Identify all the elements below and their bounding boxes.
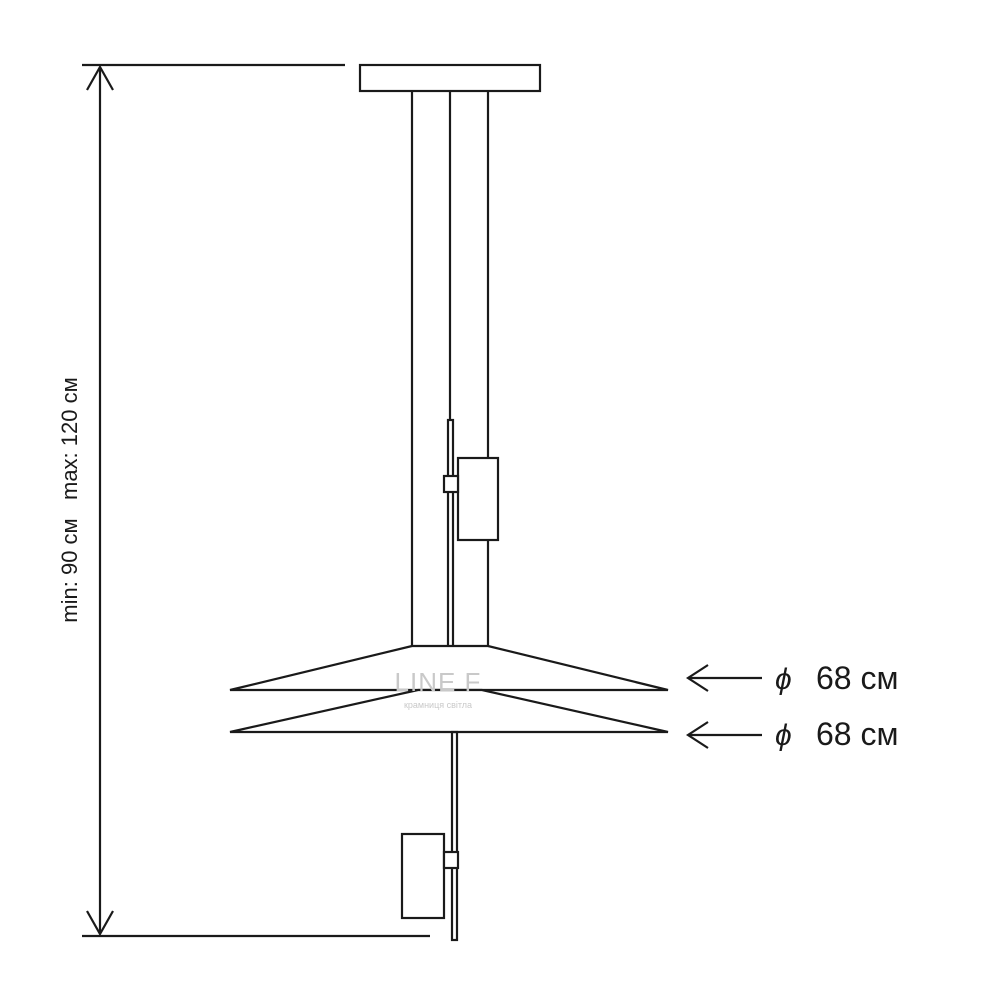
- upper-disc-shade: [229, 644, 669, 692]
- lower-arm-clamp: [442, 850, 460, 870]
- height-label: min: 90 см max: 120 см: [57, 377, 82, 622]
- lower-arm-rod: [450, 730, 459, 942]
- diameter-arrow-lower: [685, 721, 762, 749]
- upper-counterweight: [456, 456, 500, 542]
- watermark-logo: LINE F крамниця світла: [395, 667, 482, 710]
- diameter-symbol: ϕ: [775, 663, 792, 696]
- diameter-value: 68 см: [816, 660, 898, 696]
- upper-arm-clamp: [442, 474, 460, 494]
- diameter-label-upper: ϕ 68 см: [775, 660, 898, 696]
- watermark-tagline: крамниця світла: [404, 700, 472, 710]
- upper-arm-rod: [446, 418, 455, 650]
- diameter-arrow-upper: [685, 664, 762, 692]
- lower-counterweight: [400, 832, 446, 920]
- lower-disc-shade: [229, 688, 669, 734]
- height-dimension-arrow: [86, 64, 114, 937]
- watermark-brand: LINE F: [395, 667, 482, 697]
- diameter-symbol: ϕ: [775, 719, 792, 752]
- diameter-value: 68 см: [816, 716, 898, 752]
- ceiling-canopy: [358, 63, 542, 93]
- diameter-label-lower: ϕ 68 см: [775, 716, 898, 752]
